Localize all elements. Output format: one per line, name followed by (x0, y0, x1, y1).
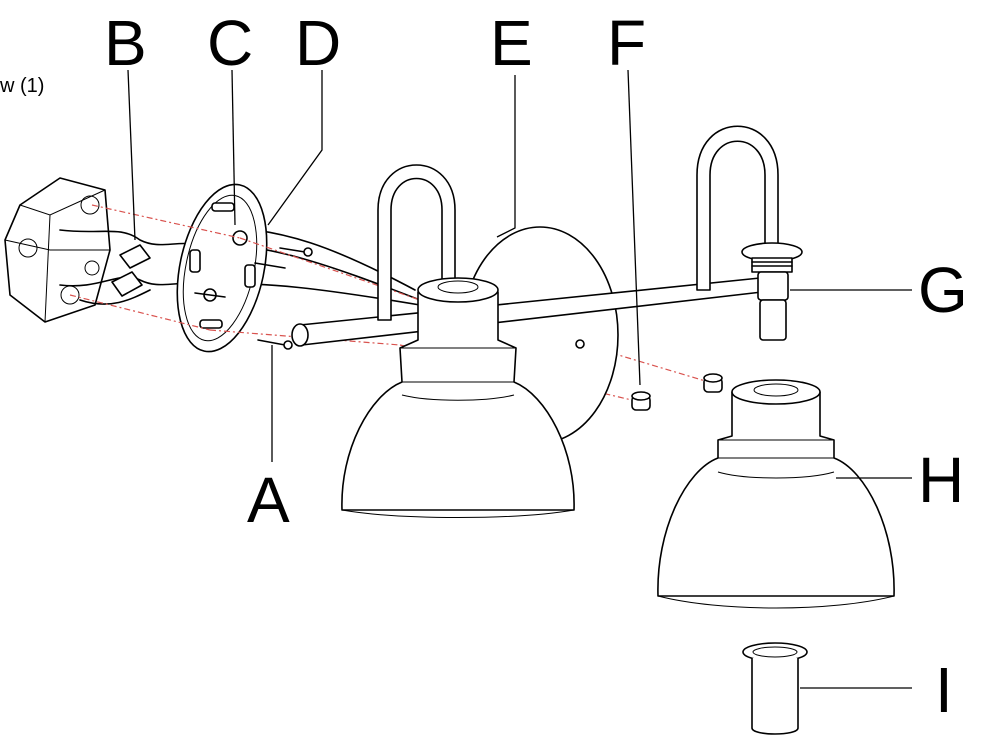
label-i: I (935, 654, 953, 726)
label-b: B (104, 7, 147, 79)
label-d: D (295, 7, 341, 79)
partial-label: w (1) (0, 75, 44, 97)
label-h: H (918, 444, 964, 516)
socket (741, 242, 803, 341)
detached-glass-shade (657, 379, 895, 609)
decorative-caps (575, 339, 723, 411)
mounting-screws (194, 247, 313, 350)
left-glass-shade (341, 277, 575, 518)
left-gooseneck-arm (377, 164, 456, 321)
label-f: F (607, 7, 646, 79)
mounting-plate (176, 183, 268, 353)
label-e: E (490, 7, 533, 79)
socket-ring (742, 642, 808, 735)
label-g: G (918, 254, 968, 326)
label-a: A (247, 464, 290, 536)
label-c: C (207, 7, 253, 79)
leader-lines (127, 69, 912, 689)
junction-box (4, 177, 111, 323)
